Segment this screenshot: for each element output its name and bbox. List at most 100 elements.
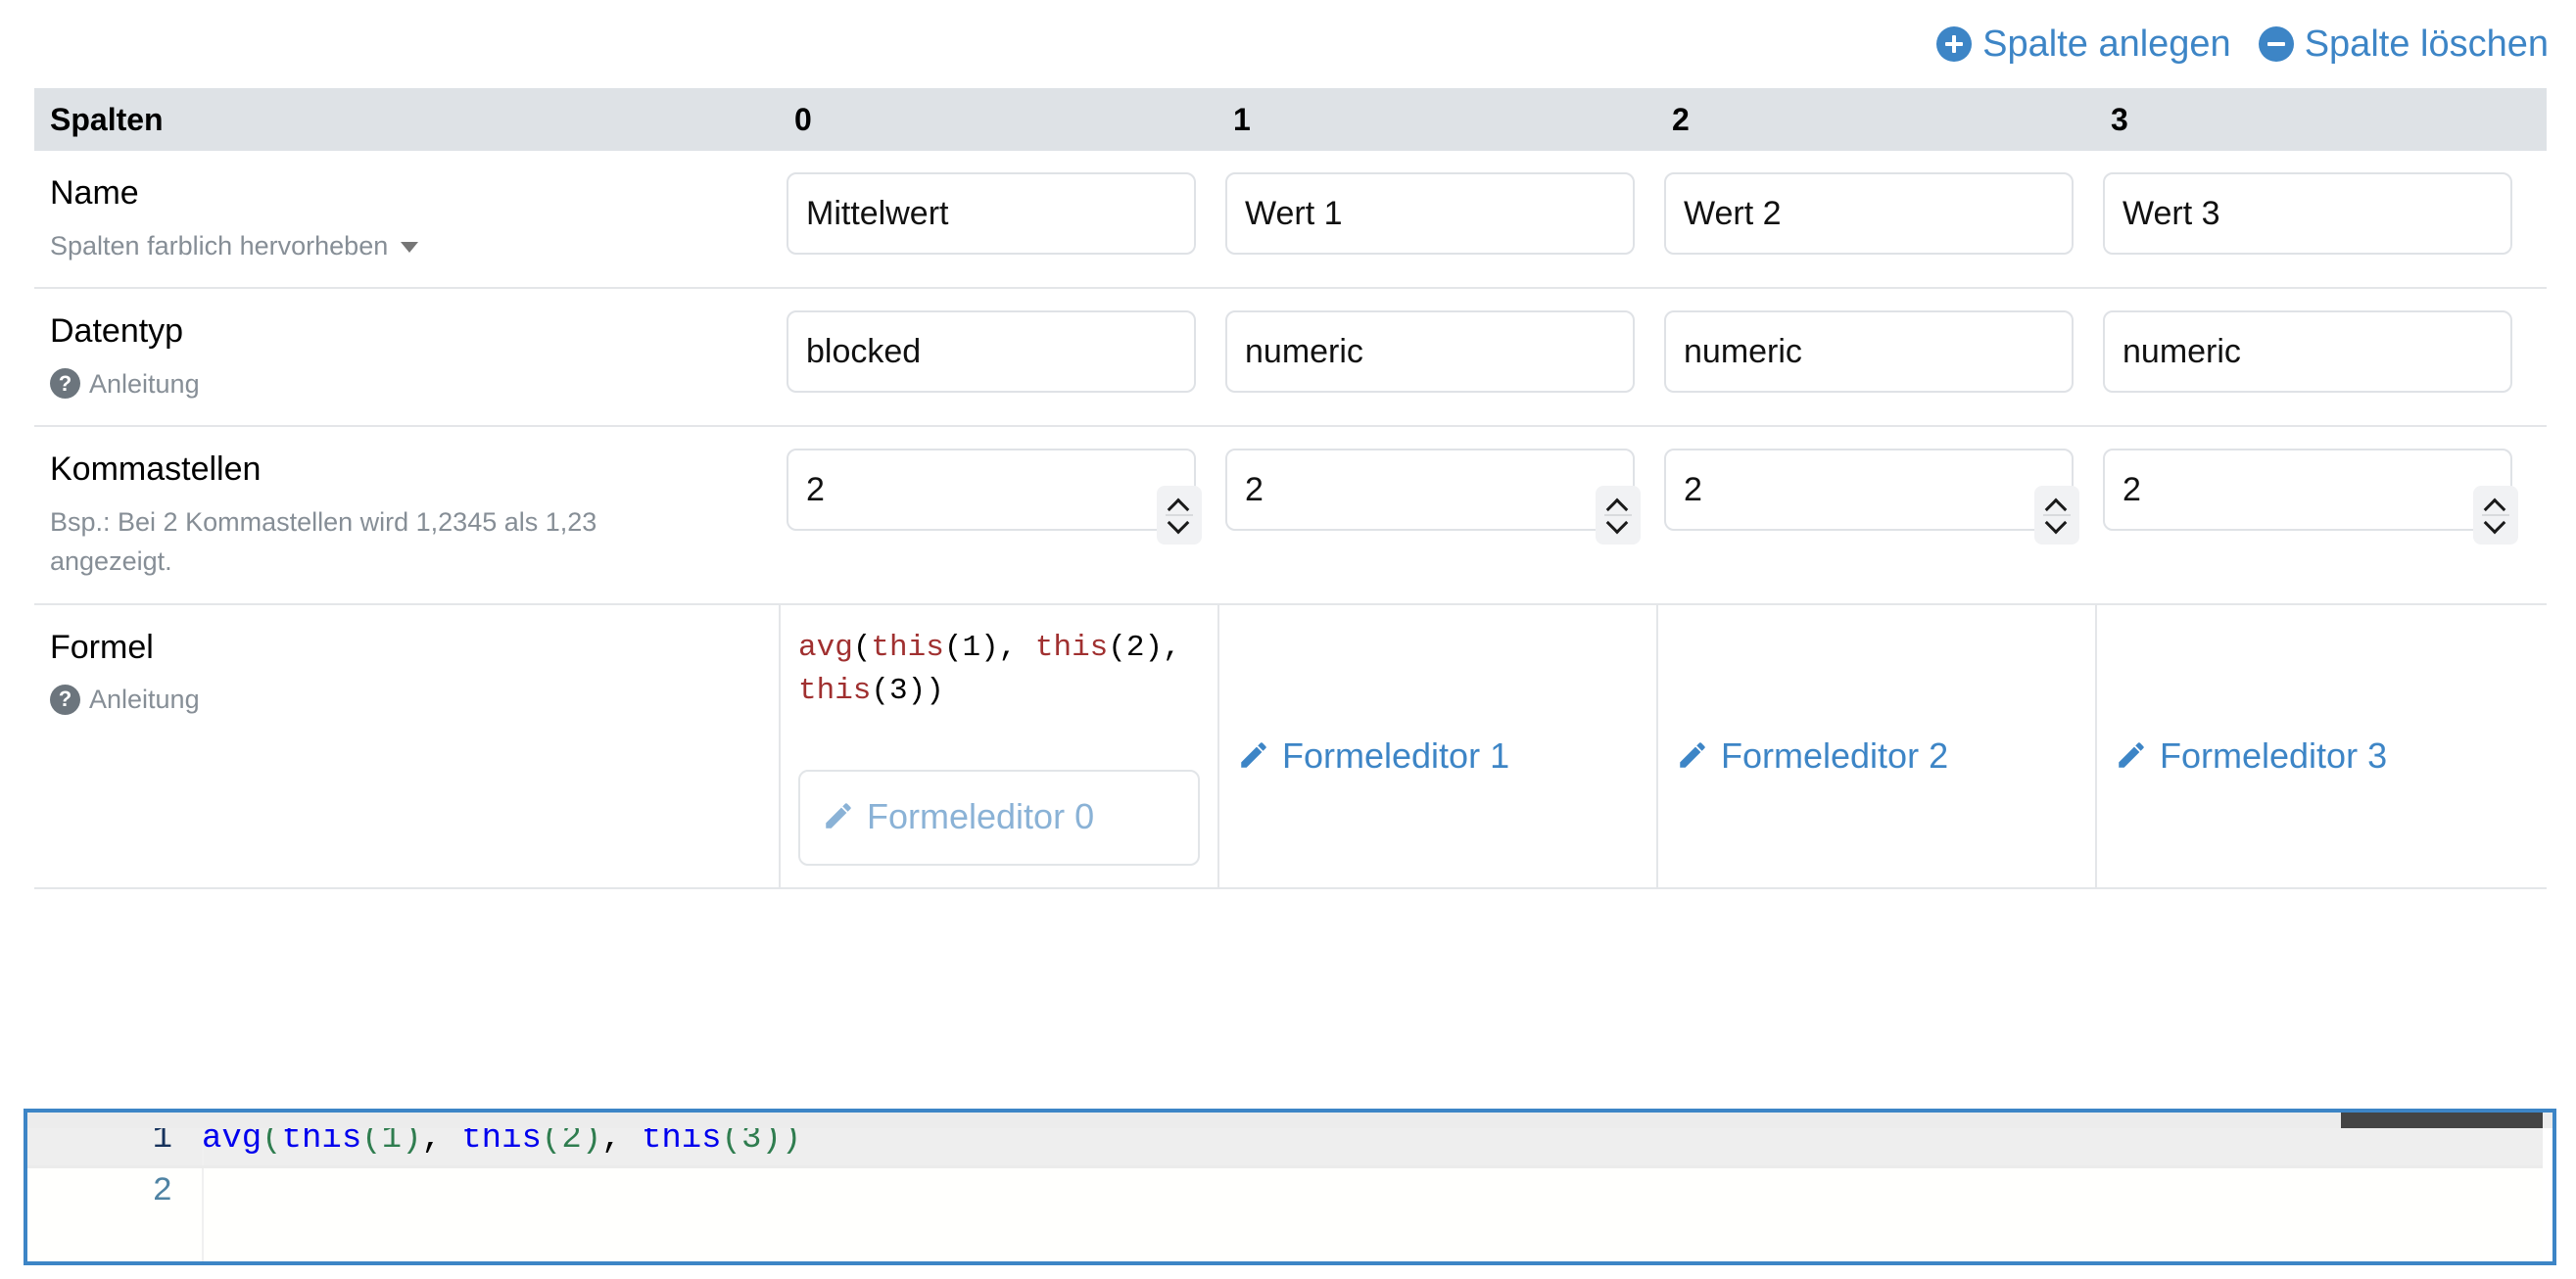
chevron-up-icon[interactable] bbox=[1607, 500, 1629, 511]
decimals-cell-2: 2 bbox=[1656, 427, 2095, 603]
table-row-formula: Formel ? Anleitung avg(this(1), this(2),… bbox=[34, 604, 2547, 889]
code-line[interactable]: 2 bbox=[27, 1165, 2552, 1218]
datatype-help-label: Anleitung bbox=[89, 368, 200, 399]
decimals-cell-3: 2 bbox=[2095, 427, 2534, 603]
name-input-1[interactable]: Wert 1 bbox=[1225, 172, 1635, 255]
decimals-stepper-0[interactable] bbox=[1157, 485, 1202, 545]
header-column-0: 0 bbox=[794, 101, 812, 137]
name-input-2[interactable]: Wert 2 bbox=[1664, 172, 2074, 255]
pencil-icon bbox=[1241, 741, 1266, 768]
table-row-decimals: Kommastellen Bsp.: Bei 2 Kommastellen wi… bbox=[34, 427, 2547, 605]
datatype-input-3[interactable]: numeric bbox=[2103, 310, 2512, 393]
scrollbar-thumb[interactable] bbox=[2341, 1113, 2543, 1128]
row-title: Name bbox=[50, 174, 139, 212]
formula-cell-3: Formeleditor 3 bbox=[2095, 604, 2534, 887]
delete-column-button[interactable]: Spalte löschen bbox=[2258, 24, 2549, 65]
formula-cell-1: Formeleditor 1 bbox=[1217, 604, 1656, 887]
formula-editor-label-3: Formeleditor 3 bbox=[2160, 734, 2388, 776]
formula-cell-0: avg(this(1), this(2), this(3)) Formeledi… bbox=[779, 604, 1217, 887]
delete-column-label: Spalte löschen bbox=[2304, 24, 2549, 65]
chevron-up-icon[interactable] bbox=[1169, 500, 1190, 511]
pencil-icon bbox=[1680, 741, 1705, 768]
decimals-stepper-2[interactable] bbox=[2034, 485, 2079, 545]
chevron-down-icon[interactable] bbox=[2485, 519, 2506, 530]
decimals-stepper-1[interactable] bbox=[1596, 485, 1641, 545]
datatype-input-2[interactable]: numeric bbox=[1664, 310, 2074, 393]
line-number: 2 bbox=[152, 1173, 172, 1210]
name-cell-2: Wert 2 bbox=[1656, 151, 2095, 287]
row-label-cell: Formel ? Anleitung bbox=[34, 605, 779, 887]
chevron-up-icon[interactable] bbox=[2485, 500, 2506, 511]
plus-circle-icon bbox=[1936, 26, 1973, 62]
header-column-3: 3 bbox=[2111, 101, 2128, 137]
table-row-name: Name Spalten farblich hervorheben Mittel… bbox=[34, 151, 2547, 289]
header-column-1: 1 bbox=[1233, 101, 1251, 137]
formula-editor-button-3[interactable]: Formeleditor 3 bbox=[2115, 734, 2516, 778]
formula-editor-button-0[interactable]: Formeleditor 0 bbox=[798, 769, 1200, 866]
header-row-label: Spalten bbox=[50, 101, 164, 137]
row-title: Datentyp bbox=[50, 312, 184, 350]
datatype-cell-1: numeric bbox=[1217, 289, 1656, 425]
datatype-cell-2: numeric bbox=[1656, 289, 2095, 425]
line-number: 1 bbox=[152, 1120, 172, 1158]
decimals-input-1[interactable]: 2 bbox=[1225, 449, 1635, 531]
row-title: Formel bbox=[50, 628, 154, 666]
chevron-up-icon[interactable] bbox=[2046, 500, 2068, 511]
decimals-input-0[interactable]: 2 bbox=[787, 449, 1196, 531]
name-input-0[interactable]: Mittelwert bbox=[787, 172, 1196, 255]
line-separator bbox=[27, 1165, 2552, 1168]
columns-table: Spalten 0 1 2 3 Name Spalten farblich he… bbox=[34, 88, 2547, 889]
help-question-icon: ? bbox=[50, 684, 80, 715]
row-label-cell: Kommastellen Bsp.: Bei 2 Kommastellen wi… bbox=[34, 427, 779, 603]
decimals-input-2[interactable]: 2 bbox=[1664, 449, 2074, 531]
formula-editor-label-2: Formeleditor 2 bbox=[1721, 734, 1949, 776]
formula-cell-2: Formeleditor 2 bbox=[1656, 604, 2095, 887]
row-label-cell: Datentyp ? Anleitung bbox=[34, 289, 779, 425]
column-action-bar: Spalte anlegen Spalte löschen bbox=[1936, 22, 2549, 67]
table-header-row: Spalten 0 1 2 3 bbox=[34, 88, 2547, 151]
formula-expression-0: avg(this(1), this(2), this(3)) bbox=[798, 630, 1181, 709]
decimals-cell-1: 2 bbox=[1217, 427, 1656, 603]
chevron-down-icon[interactable] bbox=[1169, 519, 1190, 530]
row-label-cell: Name Spalten farblich hervorheben bbox=[34, 151, 779, 287]
datatype-cell-0: blocked bbox=[779, 289, 1217, 425]
formula-editor-button-1[interactable]: Formeleditor 1 bbox=[1237, 734, 1639, 778]
decimals-cell-0: 2 bbox=[779, 427, 1217, 603]
formula-editor-label-0: Formeleditor 0 bbox=[867, 795, 1095, 836]
editor-right-gap bbox=[2543, 1128, 2552, 1261]
datatype-help-link[interactable]: ? Anleitung bbox=[50, 364, 763, 404]
name-cell-1: Wert 1 bbox=[1217, 151, 1656, 287]
help-question-icon: ? bbox=[50, 368, 80, 400]
pencil-icon bbox=[826, 802, 851, 829]
decimals-hint: Bsp.: Bei 2 Kommastellen wird 1,2345 als… bbox=[50, 506, 597, 577]
add-column-label: Spalte anlegen bbox=[1982, 24, 2231, 65]
formula-help-link[interactable]: ? Anleitung bbox=[50, 680, 763, 720]
chevron-down-icon[interactable] bbox=[2046, 519, 2068, 530]
name-cell-0: Mittelwert bbox=[779, 151, 1217, 287]
row-title: Kommastellen bbox=[50, 450, 262, 488]
datatype-input-1[interactable]: numeric bbox=[1225, 310, 1635, 393]
formula-editor-button-2[interactable]: Formeleditor 2 bbox=[1676, 734, 2077, 778]
chevron-down-icon bbox=[401, 242, 419, 254]
decimals-input-3[interactable]: 2 bbox=[2103, 449, 2512, 531]
name-cell-3: Wert 3 bbox=[2095, 151, 2534, 287]
name-input-3[interactable]: Wert 3 bbox=[2103, 172, 2512, 255]
highlight-columns-label: Spalten farblich hervorheben bbox=[50, 230, 389, 261]
pencil-icon bbox=[2119, 741, 2144, 768]
minus-circle-icon bbox=[2258, 26, 2294, 62]
datatype-input-0[interactable]: blocked bbox=[787, 310, 1196, 393]
decimals-stepper-3[interactable] bbox=[2473, 485, 2518, 545]
formula-editor-label-1: Formeleditor 1 bbox=[1282, 734, 1510, 776]
formula-help-label: Anleitung bbox=[89, 685, 200, 714]
datatype-cell-3: numeric bbox=[2095, 289, 2534, 425]
highlight-columns-dropdown[interactable]: Spalten farblich hervorheben bbox=[50, 226, 763, 266]
add-column-button[interactable]: Spalte anlegen bbox=[1936, 25, 2231, 63]
table-row-datatype: Datentyp ? Anleitung blocked numeric num… bbox=[34, 289, 2547, 427]
gutter-divider bbox=[202, 1113, 204, 1261]
horizontal-scrollbar-track[interactable] bbox=[27, 1113, 2552, 1128]
chevron-down-icon[interactable] bbox=[1607, 519, 1629, 530]
